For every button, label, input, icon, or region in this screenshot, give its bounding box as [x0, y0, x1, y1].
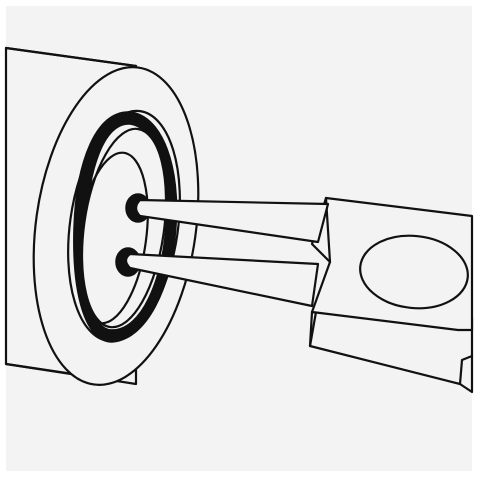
pliers-icon: [124, 196, 474, 394]
bore-inner-wall: [80, 127, 168, 329]
pliers-lower-handle-edge: [308, 310, 474, 386]
pliers-pivot: [359, 234, 469, 310]
pliers-upper-tip: [134, 198, 330, 244]
bore-depth-line: [75, 151, 149, 325]
pliers-lower-tip: [124, 252, 320, 308]
pipe-top-edge: [4, 46, 138, 68]
